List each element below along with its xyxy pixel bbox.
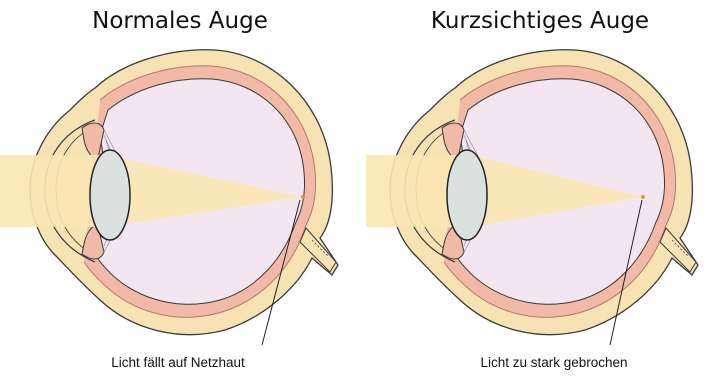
panel-myopic-eye: Kurzsichtiges Auge Licht zu stark gebroc… [360, 0, 720, 379]
caption-myopic: Licht zu stark gebrochen [424, 355, 684, 370]
lens [90, 150, 130, 240]
focal-point [641, 195, 645, 199]
normal-eye-diagram [0, 0, 360, 379]
lens [447, 150, 487, 240]
focal-point [301, 195, 305, 199]
myopic-eye-diagram [360, 0, 720, 379]
caption-normal: Licht fällt auf Netzhaut [48, 355, 308, 370]
incoming-light-beam [0, 155, 105, 227]
panel-normal-eye: Normales Auge Licht fällt auf Netzhaut [0, 0, 360, 379]
